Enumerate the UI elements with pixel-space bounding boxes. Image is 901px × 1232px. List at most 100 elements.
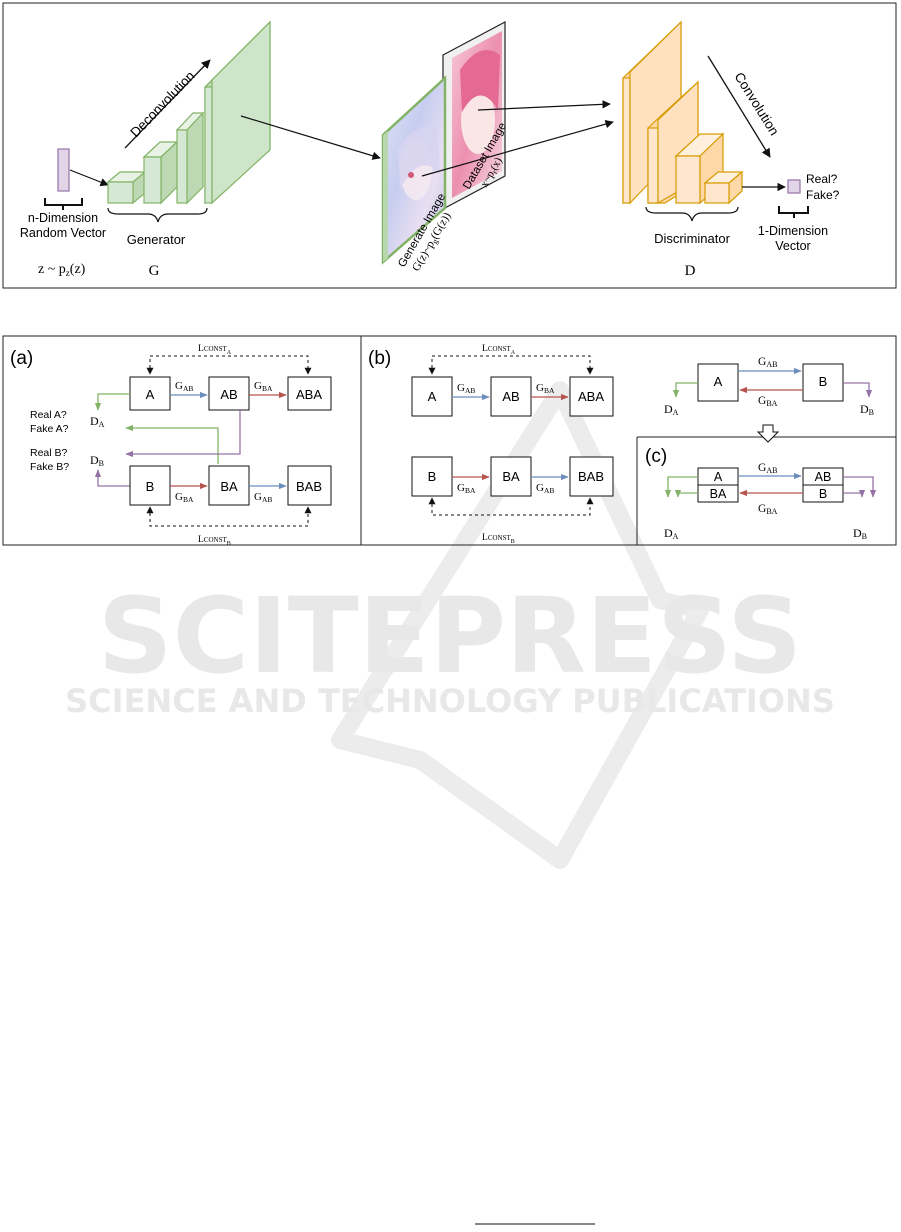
panel-a-box-ab: [208, 376, 250, 411]
panel-b-g-ab-top-label: GAB: [457, 382, 475, 395]
gen-block-3: [175, 111, 205, 205]
panel-b-mini-box-a-label: A: [714, 374, 723, 389]
noise-vector-label-2: Random Vector: [20, 226, 106, 240]
panel-c-box-a-label: A: [714, 470, 723, 484]
panel-b-box-aba: [569, 376, 614, 417]
panel-a-box-b-label: B: [146, 479, 155, 494]
panel-a-real-a: Real A?: [30, 409, 67, 421]
panel-a-d-a-label: DA: [90, 414, 105, 429]
panel-a-d-b-label: DB: [90, 453, 104, 468]
panel-c: (c) A BA AB B GAB GBA DA: [645, 446, 877, 541]
panel-b-mini-box-b: [802, 363, 844, 402]
panel-c-g-ab-label: GAB: [758, 462, 777, 475]
noise-vector: [57, 148, 70, 192]
panel-b-mini-d-a-arrow: [672, 382, 698, 398]
panel-a-box-a: [129, 376, 171, 411]
panel-a-box-bab: [287, 465, 332, 506]
deconvolution-arrow: [124, 59, 211, 149]
panel-a-g-ba-bottom-label: GBA: [175, 491, 194, 504]
dataset-image-face: [461, 86, 495, 154]
panel-a-box-ba: [208, 465, 250, 506]
panel-c-d-b-arrow-2: [843, 489, 866, 498]
panel-b-const-b-loop: [428, 497, 594, 516]
output-vector-label-2: Vector: [775, 239, 810, 253]
panel-b-const-a-loop: [428, 355, 594, 375]
output-label-fake: Fake?: [806, 188, 840, 202]
panel-b-box-ab: [490, 376, 532, 417]
panel-c-g-ba-label: GBA: [758, 503, 778, 516]
panel-a-fake-a: Fake A?: [30, 423, 69, 435]
generated-to-discriminator-arrow: [421, 120, 614, 177]
panel-a-d-a-arrow: [94, 393, 130, 411]
output-vector-label-1: 1-Dimension: [758, 224, 828, 238]
watermark-swoosh: [331, 381, 709, 869]
panel-b-box-a: [411, 376, 453, 417]
discogan-figure-frame: [2, 335, 897, 546]
panel-b-g-ba-bottom-label: GBA: [457, 482, 476, 495]
panel-a-box-bab-label: BAB: [296, 479, 322, 494]
panel-b-mini-d-b-arrow: [843, 382, 873, 398]
panel-a-box-b: [129, 465, 171, 506]
gen-block-1: [106, 170, 147, 205]
panel-b-mini-g-ba-label: GBA: [758, 395, 778, 408]
noise-vector-bracket: [44, 198, 83, 210]
panel-b-box-bab: [569, 456, 614, 497]
dataset-to-discriminator-arrow: [477, 100, 611, 111]
panel-c-tag: (c): [645, 446, 667, 467]
panel-c-box-b-label: B: [819, 487, 827, 501]
panel-c-d-a-arrow-1: [664, 476, 698, 498]
panel-a-const-b-label: LCONSTB: [198, 535, 231, 547]
panel-c-d-a-arrow-2: [674, 489, 698, 498]
panel-a-box-ba-label: BA: [220, 479, 238, 494]
panel-a-tag: (a): [10, 348, 33, 369]
discriminator-symbol: D: [685, 263, 696, 279]
generator-to-image-arrow: [240, 115, 381, 160]
panel-b-to-c-down-arrow: [756, 424, 780, 443]
disc-block-4: [703, 170, 744, 205]
panel-b-box-b-label: B: [428, 469, 437, 484]
output-label-real: Real?: [806, 172, 838, 186]
convolution-label: Convolution: [731, 70, 782, 138]
noise-to-generator-arrow: [69, 169, 109, 187]
generator-label: Generator: [127, 232, 186, 247]
panel-b-box-ab-label: AB: [502, 389, 519, 404]
panel-b-const-b-label: LCONSTB: [482, 533, 515, 545]
panel-c-d-a-label: DA: [664, 526, 679, 541]
panel-a-ba-to-d-a-arrow: [125, 424, 219, 464]
gan-figure: n-Dimension Random Vector z ~ pz(z): [2, 2, 897, 289]
gen-block-2: [142, 140, 179, 205]
panel-a: (a) LCONSTA A AB ABA GAB GBA DA: [10, 344, 332, 547]
gen-block-4: [204, 20, 271, 205]
panel-b-const-a-label: LCONSTA: [482, 344, 516, 356]
watermark-title: SCITEPRESS: [98, 575, 802, 697]
panel-b-box-bab-label: BAB: [578, 469, 604, 484]
panel-a-ab-to-d-b-arrow: [125, 410, 241, 458]
panel-a-const-a-loop: [146, 355, 312, 375]
panel-c-box-ab-label: AB: [815, 470, 832, 484]
panel-b-tag: (b): [368, 348, 391, 369]
dataset-image: [442, 21, 506, 210]
panel-b-mini-g-ab-label: GAB: [758, 356, 777, 369]
panel-a-const-b-loop: [146, 506, 312, 527]
generator-blocks: [106, 20, 271, 205]
panel-a-box-aba-label: ABA: [296, 387, 322, 402]
panel-a-real-b: Real B?: [30, 447, 68, 459]
panel-b-mini-d-b-label: DB: [860, 402, 874, 417]
discriminator-brace: [645, 206, 739, 222]
panel-a-d-b-arrow: [94, 469, 130, 487]
panel-b: (b) LCONSTA A AB ABA GAB GBA B BA: [368, 344, 874, 545]
watermark: SCITEPRESS SCIENCE AND TECHNOLOGY PUBLIC…: [65, 381, 835, 869]
panel-b-mini-box-b-label: B: [819, 374, 828, 389]
panel-c-box-ba-label: BA: [710, 487, 727, 501]
convolution-arrow: [707, 55, 771, 158]
panel-a-fake-b: Fake B?: [30, 461, 69, 473]
panel-a-g-ba-top-label: GBA: [254, 380, 273, 393]
panel-b-box-a-label: A: [428, 389, 437, 404]
panel-a-g-ab-top-label: GAB: [175, 380, 193, 393]
watermark-subtitle: SCIENCE AND TECHNOLOGY PUBLICATIONS: [65, 682, 835, 720]
generator-brace: [107, 207, 208, 223]
panel-c-d-b-label: DB: [853, 526, 867, 541]
noise-vector-label-1: n-Dimension: [28, 211, 98, 225]
panel-b-box-ba-label: BA: [502, 469, 520, 484]
panel-a-box-ab-label: AB: [220, 387, 237, 402]
